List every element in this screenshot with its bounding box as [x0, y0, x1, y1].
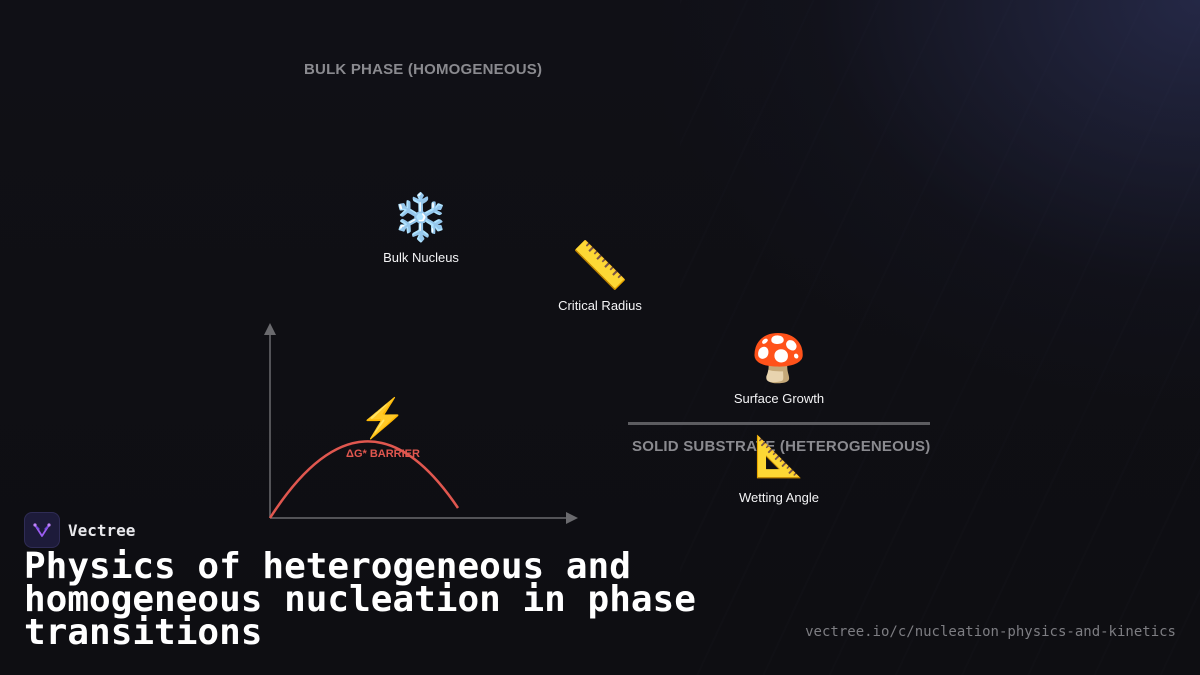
- critical-radius-node: 📏 Critical Radius: [540, 240, 660, 313]
- bulk-nucleus-label: Bulk Nucleus: [383, 250, 459, 265]
- barrier-curve: [268, 440, 460, 519]
- brand: Vectree: [24, 512, 135, 548]
- mushroom-icon: 🍄: [750, 332, 808, 384]
- surface-growth-node: 🍄 Surface Growth: [719, 333, 839, 406]
- wetting-angle-node: 📐 Wetting Angle: [719, 432, 839, 505]
- barrier-label: ΔG* BARRIER: [346, 448, 420, 460]
- substrate-line: [628, 422, 930, 425]
- page-title: Physics of heterogeneous and homogeneous…: [24, 546, 696, 653]
- brand-name: Vectree: [68, 520, 136, 540]
- bulk-nucleus-node: ❄️ Bulk Nucleus: [371, 192, 471, 265]
- solid-substrate-label: SOLID SUBSTRATE (HETEROGENEOUS): [632, 438, 931, 455]
- source-url: vectree.io/c/nucleation-physics-and-kine…: [805, 624, 1176, 640]
- surface-growth-label: Surface Growth: [733, 391, 825, 406]
- ruler-icon: 📏: [571, 239, 629, 291]
- snowflake-icon: ❄️: [392, 191, 450, 243]
- lightning-icon: ⚡: [359, 398, 407, 440]
- barrier-node: ⚡ ΔG* BARRIER: [333, 398, 433, 460]
- y-axis-arrow: [264, 323, 276, 335]
- x-axis-arrow: [566, 512, 578, 524]
- triangular-ruler-icon: 📐: [754, 435, 804, 479]
- critical-radius-label: Critical Radius: [558, 298, 642, 313]
- bulk-phase-label: BULK PHASE (HOMOGENEOUS): [304, 61, 543, 78]
- vectree-logo-icon: [24, 512, 60, 548]
- wetting-angle-label: Wetting Angle: [739, 490, 819, 505]
- background-beams: [680, 0, 1200, 675]
